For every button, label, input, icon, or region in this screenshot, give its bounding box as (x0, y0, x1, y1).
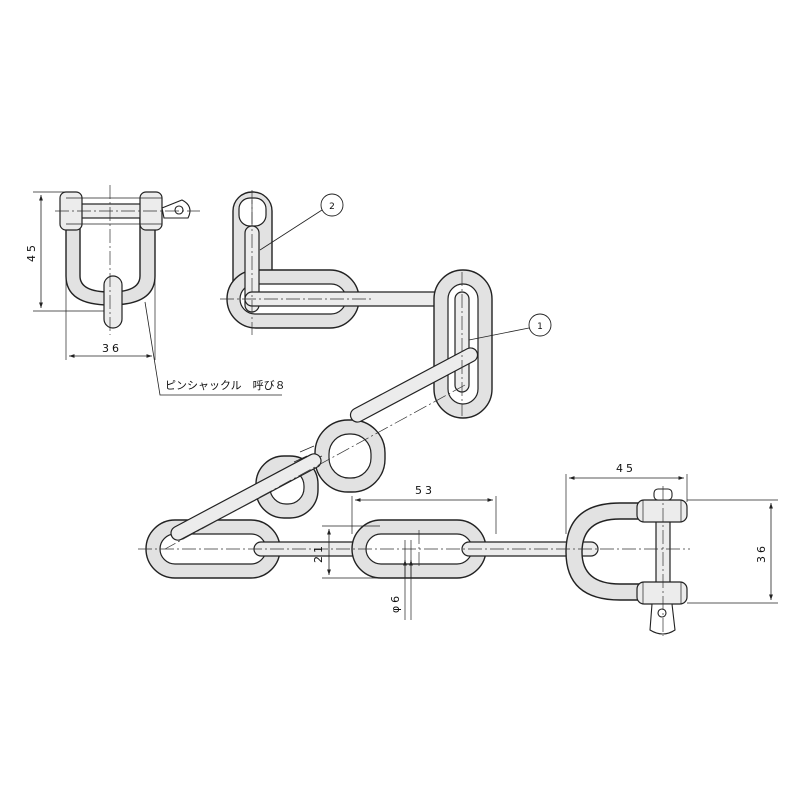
balloon-text-2: 2 (329, 202, 335, 212)
note-pin-shackle: ピンシャックル 呼び８ (165, 379, 286, 392)
dim-wire-diameter: φ6 (389, 540, 413, 620)
balloon-part-2: 2 (259, 193, 344, 251)
pin-shackle-end (565, 488, 688, 635)
chain-assembly (138, 190, 690, 636)
dim-text-wire-diameter: φ6 (389, 593, 402, 613)
balloon-part-1: 1 (468, 313, 552, 341)
pin-shackle-note: ピンシャックル 呼び８ (144, 301, 286, 396)
dim-text-shackle-height: 45 (25, 242, 38, 262)
dim-end-shackle-length: 45 (565, 462, 688, 534)
dim-shackle-width: 36 (65, 280, 156, 360)
dim-text-link-pitch: 53 (415, 484, 435, 497)
pin-shackle-side-view (55, 185, 200, 335)
dim-text-link-width: 21 (312, 543, 325, 563)
dim-text-end-shackle-width: 36 (755, 543, 768, 563)
cotter-pin-icon (649, 603, 676, 635)
cotter-pin-icon (161, 199, 191, 219)
dim-text-end-shackle-length: 45 (616, 462, 636, 475)
dim-link-width: 21 (312, 525, 380, 579)
dim-text-shackle-width: 36 (102, 342, 122, 355)
dim-end-shackle-width: 36 (687, 499, 778, 604)
dim-link-pitch: 53 (351, 484, 497, 534)
balloon-text-1: 1 (537, 322, 543, 332)
dim-shackle-height: 45 (25, 191, 104, 312)
